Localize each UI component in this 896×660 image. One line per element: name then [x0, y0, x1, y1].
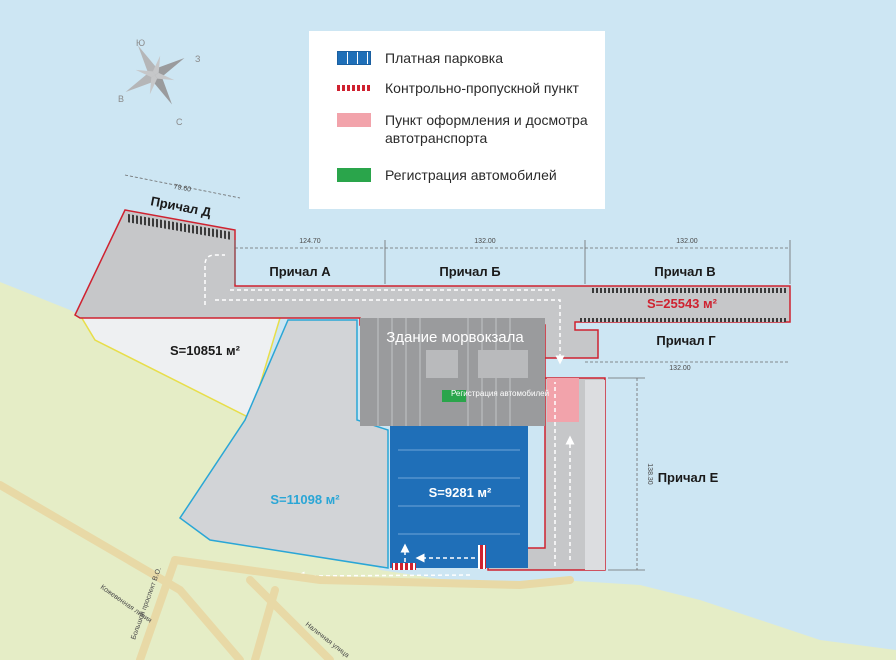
berth-e-label: Причал Е	[658, 470, 719, 485]
inspection-swatch	[337, 113, 371, 127]
compass-label-n: Ю	[136, 38, 145, 48]
dim-g: 132.00	[669, 365, 691, 372]
pier-e-strip	[585, 380, 605, 570]
parking-lines	[398, 449, 520, 535]
checkpoint-swatch	[337, 85, 371, 91]
building-block-1	[426, 350, 458, 378]
dim-a: 124.70	[299, 238, 321, 245]
compass-label-s: С	[176, 117, 183, 127]
compass-label-e: З	[195, 54, 200, 64]
compass-label-w: В	[118, 94, 124, 104]
legend-item-paid-parking: Платная парковка	[337, 49, 610, 67]
paid-parking-swatch	[337, 51, 371, 65]
legend-label: Платная парковка	[385, 50, 503, 66]
building-block-2	[478, 350, 528, 378]
dim-b: 132.00	[474, 238, 496, 245]
area-pier-label: S=25543 м²	[647, 296, 718, 311]
legend-label: Регистрация автомобилей	[385, 167, 557, 183]
dimension-ticks	[234, 240, 791, 571]
traffic-routes	[204, 254, 575, 581]
dim-e: 138.30	[646, 463, 653, 485]
inspection-point	[547, 378, 579, 422]
dim-v: 132.00	[676, 238, 698, 245]
roads	[0, 481, 574, 660]
legend-panel: Платная парковка Контрольно-пропускной п…	[309, 31, 605, 209]
area-parking-label: S=9281 м²	[429, 485, 492, 500]
legend-item-registration: Регистрация автомобилей	[337, 166, 610, 184]
building-label: Здание морвокзала	[386, 329, 524, 346]
registration-marker	[442, 390, 466, 402]
pier-v-hatch	[590, 288, 786, 293]
berth-g-label: Причал Г	[656, 333, 716, 348]
compass-rose	[125, 45, 185, 105]
pier-d-hatch	[126, 214, 232, 240]
legend-item-checkpoint: Контрольно-пропускной пункт	[337, 79, 610, 97]
dim-d: 79.60	[173, 183, 192, 193]
legend-item-inspection: Пункт оформления и досмотра автотранспор…	[337, 111, 610, 147]
legend-label: Пункт оформления и досмотра автотранспор…	[385, 112, 588, 146]
zone-cyan	[178, 319, 389, 569]
area-cyan-label: S=11098 м²	[270, 492, 340, 507]
legend-label: Контрольно-пропускной пункт	[385, 80, 579, 96]
area-yellow-label: S=10851 м²	[170, 343, 241, 358]
berth-a-label: Причал А	[269, 264, 331, 279]
berth-b-label: Причал Б	[439, 264, 500, 279]
berth-v-label: Причал В	[654, 264, 715, 279]
checkpoint-1	[392, 563, 416, 570]
registration-swatch	[337, 168, 371, 182]
pier-g-hatch	[580, 318, 786, 322]
registration-label: Регистрация автомобилей	[451, 389, 549, 398]
dimension-lines	[124, 174, 790, 570]
checkpoint-2	[478, 545, 486, 569]
